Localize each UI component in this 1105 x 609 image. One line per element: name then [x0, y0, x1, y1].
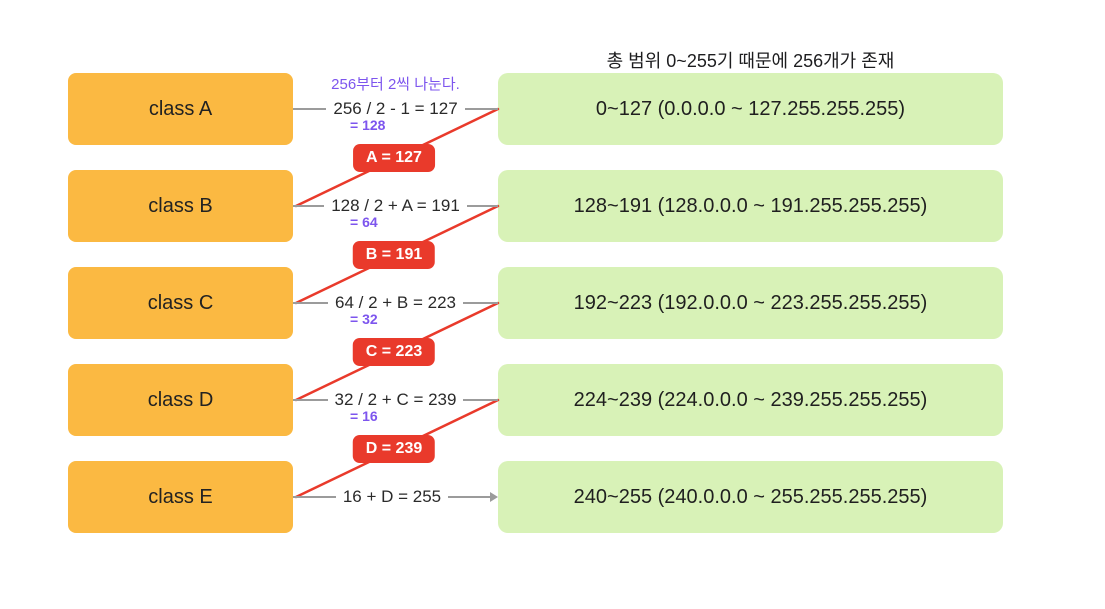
- formula-class-e: 16 + D = 255: [342, 487, 442, 506]
- connector-line: [463, 302, 499, 304]
- connector-line: [293, 399, 328, 401]
- badge-d-result: D = 239: [352, 435, 436, 463]
- connector-class-b: 128 / 2 + A = 191: [293, 170, 498, 242]
- connector-line: [293, 108, 327, 110]
- class-d-box: class D: [68, 364, 293, 436]
- class-c-box: class C: [68, 267, 293, 339]
- class-e-range-box: 240~255 (240.0.0.0 ~ 255.255.255.255): [498, 461, 1003, 533]
- formula-class-d: 32 / 2 + C = 239: [334, 390, 457, 409]
- formula-class-b: 128 / 2 + A = 191: [331, 196, 460, 215]
- formula-class-a: 256 / 2 - 1 = 127: [333, 99, 458, 118]
- formula-sub-a: = 128: [350, 117, 386, 133]
- connector-class-a: 256 / 2 - 1 = 127: [293, 73, 499, 145]
- class-b-box: class B: [68, 170, 293, 242]
- formula-sub-b: = 64: [350, 214, 378, 230]
- connector-line: [293, 302, 329, 304]
- connector-line: [466, 205, 498, 207]
- badge-b-result: B = 191: [352, 241, 436, 269]
- class-e-box: class E: [68, 461, 293, 533]
- connector-line: [293, 496, 336, 498]
- connector-class-e: 16 + D = 255: [293, 461, 498, 533]
- class-b-range-box: 128~191 (128.0.0.0 ~ 191.255.255.255): [498, 170, 1003, 242]
- connector-line: [464, 108, 499, 110]
- formula-sub-d: = 16: [350, 408, 378, 424]
- formula-class-c: 64 / 2 + B = 223: [335, 293, 456, 312]
- connector-class-c: 64 / 2 + B = 223: [293, 267, 499, 339]
- total-range-note: 총 범위 0~255기 때문에 256개가 존재: [606, 51, 895, 71]
- class-a-range-box: 0~127 (0.0.0.0 ~ 127.255.255.255): [498, 73, 1003, 145]
- class-d-range-box: 224~239 (224.0.0.0 ~ 239.255.255.255): [498, 364, 1003, 436]
- badge-a-result: A = 127: [353, 144, 435, 172]
- connector-line: [463, 399, 499, 401]
- connector-class-d: 32 / 2 + C = 239: [293, 364, 499, 436]
- divide-rule-note: 256부터 2씩 나눈다.: [331, 76, 460, 93]
- class-c-range-box: 192~223 (192.0.0.0 ~ 223.255.255.255): [498, 267, 1003, 339]
- arrow-right-icon: [490, 492, 498, 502]
- connector-line: [293, 205, 325, 207]
- connector-line: [448, 496, 491, 498]
- class-a-box: class A: [68, 73, 293, 145]
- badge-c-result: C = 223: [352, 338, 436, 366]
- formula-sub-c: = 32: [350, 311, 378, 327]
